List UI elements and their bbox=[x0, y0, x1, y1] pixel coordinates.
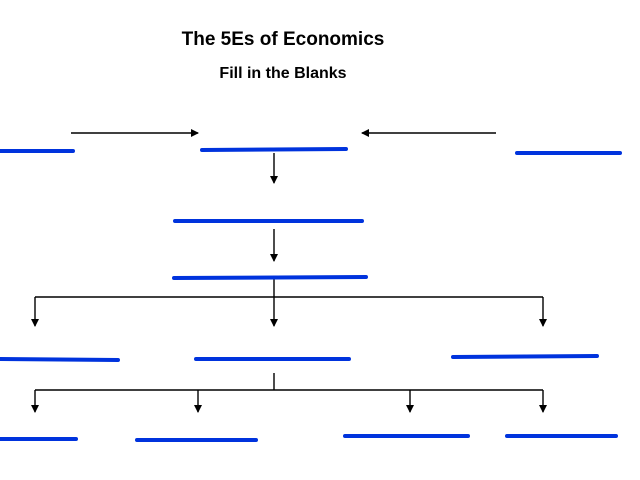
blank-mid-left[interactable] bbox=[0, 357, 120, 362]
blank-top-center[interactable] bbox=[200, 147, 348, 152]
connectors bbox=[31, 129, 547, 413]
blanks bbox=[0, 147, 622, 442]
blank-mid-right[interactable] bbox=[451, 354, 599, 359]
page-subtitle: Fill in the Blanks bbox=[219, 65, 347, 82]
page-title: The 5Es of Economics bbox=[181, 29, 385, 50]
blank-third[interactable] bbox=[172, 275, 368, 280]
